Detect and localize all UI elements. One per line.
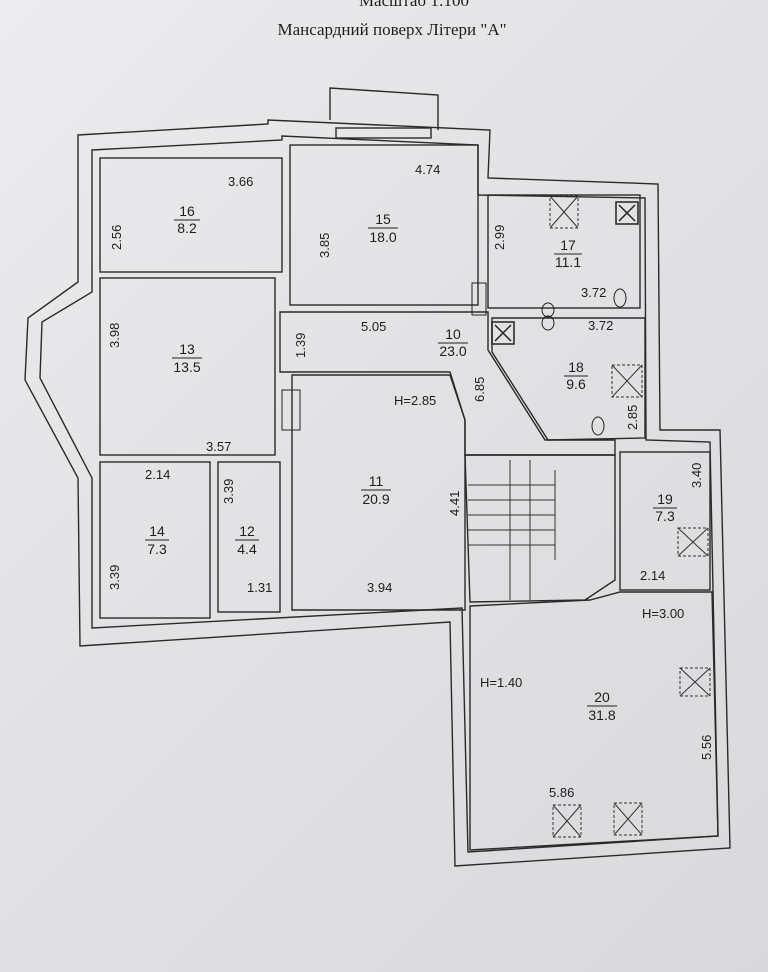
page-title: Мансардний поверх Літери "А" xyxy=(277,20,507,39)
room-14-label: 147.3 xyxy=(145,523,169,557)
dim-18-diagonal: 6.85 xyxy=(472,377,487,402)
room-11-label: 11 20.9 xyxy=(361,473,391,507)
svg-text:31.8: 31.8 xyxy=(588,707,615,723)
svg-text:12: 12 xyxy=(239,523,255,539)
stairs xyxy=(468,460,556,600)
room-16-walls xyxy=(99,157,283,273)
svg-text:13: 13 xyxy=(179,341,195,357)
dim-20-width: 5.86 xyxy=(549,785,574,800)
dim-12-width: 1.31 xyxy=(247,580,272,595)
dim-13-width: 3.57 xyxy=(206,439,231,454)
dim-19-width: 2.14 xyxy=(640,568,665,583)
dim-14-height: 3.39 xyxy=(107,565,122,590)
svg-text:7.3: 7.3 xyxy=(147,541,167,557)
svg-text:19: 19 xyxy=(657,491,673,507)
dim-12-height: 3.39 xyxy=(221,479,236,504)
outer-wall xyxy=(24,119,731,867)
svg-text:23.0: 23.0 xyxy=(439,343,466,359)
svg-text:18.0: 18.0 xyxy=(369,229,396,245)
window xyxy=(335,127,432,139)
skylights xyxy=(549,195,711,838)
height-room-11: H=2.85 xyxy=(394,393,436,408)
room-11-walls xyxy=(291,374,466,611)
room-16-label: 168.2 xyxy=(174,203,200,236)
dim-18-width: 3.72 xyxy=(588,318,613,333)
height-room-20-a: H=3.00 xyxy=(642,606,684,621)
room-18-label: 189.6 xyxy=(564,359,588,392)
dim-14-width: 2.14 xyxy=(145,467,170,482)
room-19-walls xyxy=(619,451,711,591)
stair-area xyxy=(464,454,616,603)
room-17-walls xyxy=(487,194,641,309)
dim-16-height: 2.56 xyxy=(109,225,124,250)
scale-label: Масштаб 1:100 xyxy=(358,0,470,10)
dim-10-height: 1.39 xyxy=(293,333,308,358)
svg-text:11: 11 xyxy=(369,473,384,489)
svg-text:16: 16 xyxy=(179,203,195,219)
svg-text:14: 14 xyxy=(149,523,165,539)
svg-text:15: 15 xyxy=(375,211,391,227)
dim-20-height: 5.56 xyxy=(699,735,714,760)
svg-text:8.2: 8.2 xyxy=(177,220,197,236)
ventilation-shafts xyxy=(491,201,639,345)
room-12-walls xyxy=(217,461,281,613)
dim-16-width: 3.66 xyxy=(228,174,253,189)
dim-19-height: 3.40 xyxy=(689,463,704,488)
room-20-label: 20 31.8 xyxy=(587,689,617,723)
height-room-20-b: H=1.40 xyxy=(480,675,522,690)
svg-text:20.9: 20.9 xyxy=(362,491,389,507)
room-18-walls xyxy=(491,317,646,441)
balcony xyxy=(329,87,439,130)
svg-text:17: 17 xyxy=(560,237,576,253)
dim-11-width: 3.94 xyxy=(367,580,392,595)
svg-text:11.1: 11.1 xyxy=(555,254,581,270)
svg-text:9.6: 9.6 xyxy=(566,376,586,392)
dim-10-width: 5.05 xyxy=(361,319,386,334)
room-15-label: 15 18.0 xyxy=(368,211,398,245)
room-15-walls xyxy=(289,144,479,306)
dim-11-height: 4.41 xyxy=(447,491,462,516)
dim-18-height: 2.85 xyxy=(625,405,640,430)
svg-text:13.5: 13.5 xyxy=(173,359,200,375)
sanitary-fixtures xyxy=(281,282,627,436)
svg-text:7.3: 7.3 xyxy=(655,508,675,524)
dim-15-height: 3.85 xyxy=(317,233,332,258)
svg-text:10: 10 xyxy=(445,326,461,342)
dim-15-width: 4.74 xyxy=(415,162,440,177)
room-20-walls xyxy=(469,591,719,851)
room-13-walls xyxy=(99,277,276,456)
svg-text:20: 20 xyxy=(594,689,610,705)
dim-13-height: 3.98 xyxy=(107,323,122,348)
room-13-label: 13 13.5 xyxy=(172,341,202,375)
room-19-label: 197.3 xyxy=(653,491,677,524)
dim-17-width: 3.72 xyxy=(581,285,606,300)
svg-text:18: 18 xyxy=(568,359,584,375)
dim-17-height: 2.99 xyxy=(492,225,507,250)
room-12-label: 124.4 xyxy=(235,523,259,557)
room-14-walls xyxy=(99,461,211,619)
svg-text:4.4: 4.4 xyxy=(237,541,257,557)
